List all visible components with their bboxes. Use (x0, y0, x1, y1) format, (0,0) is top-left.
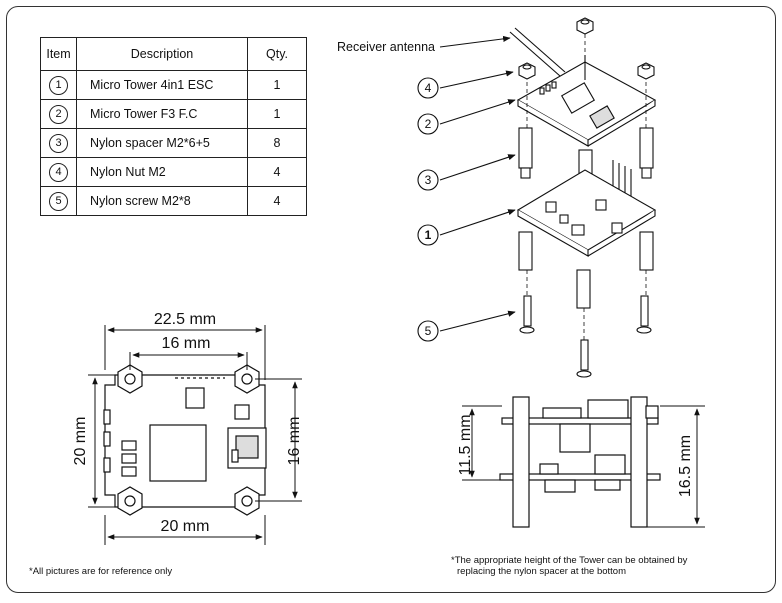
component (587, 399, 629, 419)
callout-circle (417, 224, 439, 246)
side-view-dimensions (462, 405, 705, 528)
esc-board (516, 169, 657, 257)
mount-hole (234, 486, 260, 516)
antenna-wire (514, 27, 566, 73)
callout-label: 5 (425, 324, 432, 338)
item-number: 2 (49, 104, 68, 124)
solder-pad (121, 440, 137, 451)
component (594, 454, 626, 475)
screw-icon (636, 295, 652, 334)
height-note-line2: replacing the nylon spacer at the bottom (457, 566, 626, 577)
callout-circle (417, 77, 439, 99)
antenna-wire (509, 31, 561, 77)
component (559, 423, 591, 453)
component (542, 407, 582, 419)
parts-table: Item Description Qty. 1 Micro Tower 4in1… (40, 37, 307, 216)
item-qty: 4 (247, 186, 307, 216)
callout-label: 1 (425, 228, 432, 242)
item-number: 5 (49, 191, 68, 211)
spacer-icon (639, 231, 654, 271)
callout-label: 4 (425, 81, 432, 95)
nut-icon (576, 17, 594, 35)
spacer-icon (518, 231, 533, 271)
spacer-icon (518, 127, 533, 179)
button-component (234, 404, 250, 420)
solder-pad (103, 409, 111, 425)
screw-icon (519, 295, 535, 334)
exploded-view (417, 17, 657, 378)
header-description: Description (76, 37, 248, 71)
callout-circle (417, 113, 439, 135)
side-view (499, 396, 661, 528)
dim-width-outer: 22.5 mm (154, 311, 216, 328)
usb-port (235, 435, 259, 459)
mount-hole (117, 486, 143, 516)
assembly-axis (526, 34, 647, 340)
item-number: 3 (49, 133, 68, 153)
dim-height-inner: 11.5 mm (457, 414, 474, 475)
component (185, 387, 205, 409)
solder-pad (103, 457, 111, 473)
standoff-post (512, 396, 530, 528)
fc-board (516, 55, 657, 147)
leader-line (439, 35, 511, 48)
table-row: 2 Micro Tower F3 F.C 1 (40, 99, 307, 129)
solder-pad (121, 453, 137, 464)
reference-note: *All pictures are for reference only (29, 566, 172, 577)
callout-circle (417, 169, 439, 191)
callout-circle (417, 320, 439, 342)
item-number: 4 (49, 162, 68, 182)
dim-width-bottom: 20 mm (161, 518, 210, 535)
solder-pad (103, 431, 111, 447)
spacer-icon (639, 127, 654, 179)
item-description: Micro Tower F3 F.C (76, 99, 248, 129)
top-view (103, 364, 267, 516)
leader-line (439, 310, 516, 332)
table-row: 3 Nylon spacer M2*6+5 8 (40, 128, 307, 158)
leader-line (439, 70, 514, 89)
mcu-chip (149, 424, 207, 482)
nut-icon (518, 62, 536, 80)
outer-frame (6, 6, 776, 593)
height-note-line1: *The appropriate height of the Tower can… (451, 555, 688, 566)
item-description: Nylon screw M2*8 (76, 186, 248, 216)
component (544, 479, 576, 493)
table-row: 4 Nylon Nut M2 4 (40, 157, 307, 187)
header-qty: Qty. (247, 37, 307, 71)
dim-hole-spacing-top: 16 mm (162, 335, 211, 352)
leader-line (439, 209, 516, 236)
dim-height-left: 20 mm (72, 417, 89, 466)
table-header-row: Item Description Qty. (40, 37, 307, 71)
esc-board-side (499, 473, 661, 481)
nut-icon (637, 62, 655, 80)
leader-line (439, 154, 516, 181)
top-view-dimensions (88, 325, 302, 545)
solder-pad (121, 466, 137, 477)
receiver-antenna-label: Receiver antenna (337, 40, 435, 54)
item-qty: 1 (247, 99, 307, 129)
standoff-post (630, 396, 648, 528)
dim-height-outer: 16.5 mm (677, 435, 694, 497)
callout-label: 3 (425, 173, 432, 187)
screw-icon (576, 339, 592, 378)
callout-label: 2 (425, 117, 432, 131)
header-pins (612, 160, 632, 199)
item-number: 1 (49, 75, 68, 95)
table-row: 5 Nylon screw M2*8 4 (40, 186, 307, 216)
component (594, 479, 621, 491)
spacer-icon (576, 269, 591, 309)
component (645, 405, 659, 419)
usb-pin (231, 449, 239, 463)
component (539, 463, 559, 475)
leader-line (439, 99, 516, 125)
item-description: Nylon Nut M2 (76, 157, 248, 187)
dim-hole-spacing-right: 16 mm (286, 417, 303, 466)
